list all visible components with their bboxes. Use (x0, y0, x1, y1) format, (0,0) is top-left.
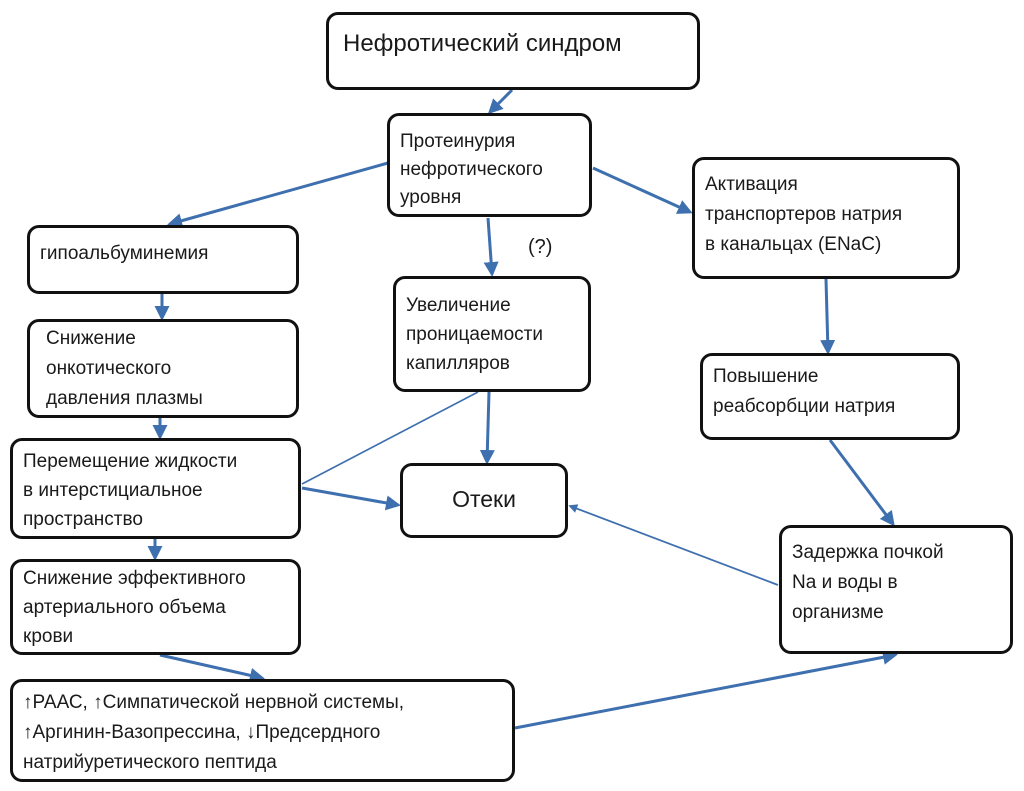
node-enac-activation: Активация транспортеров натрия в канальц… (692, 157, 960, 279)
arrow-nephrotic-to-proteinuria (487, 88, 514, 115)
uncertainty-annotation: (?) (528, 236, 553, 258)
node-hypoalbuminemia: гипоальбуминемия (27, 225, 299, 294)
node-oncotic-pressure: Снижение онкотического давления плазмы (27, 319, 299, 418)
arrow-retention-to-edema (568, 504, 779, 586)
node-edema: Отеки (400, 463, 568, 538)
arrow-reabsorption-to-retention (828, 439, 895, 527)
node-neurohormonal: ↑РААС, ↑Симпатической нервной системы, ↑… (10, 679, 515, 782)
arrow-enac-to-reabsorption (820, 278, 836, 355)
node-proteinuria: Протеинурия нефротического уровня (387, 113, 592, 217)
arrow-volume-to-raas (159, 653, 265, 683)
arrow-fluid-to-edema (301, 486, 401, 511)
node-na-water-retention: Задержка почкой Na и воды в организме (779, 525, 1013, 654)
node-fluid-shift: Перемещение жидкости в интерстициальное … (10, 438, 301, 539)
node-sodium-reabsorption: Повышение реабсорбции натрия (700, 353, 960, 440)
node-capillary-permeability: Увеличение проницаемости капилляров (393, 276, 591, 392)
arrow-raas-to-retention (514, 649, 898, 730)
arrow-proteinuria-to-enac (592, 166, 693, 214)
node-nephrotic-syndrome: Нефротический синдром (326, 12, 700, 90)
link-permeability-to-fluid (301, 391, 479, 485)
arrow-permeability-to-edema (479, 391, 495, 465)
arrow-proteinuria-to-hypoalbumin (167, 161, 389, 228)
node-effective-volume: Снижение эффективного артериального объе… (10, 559, 301, 655)
arrow-proteinuria-to-permeability (483, 217, 499, 277)
